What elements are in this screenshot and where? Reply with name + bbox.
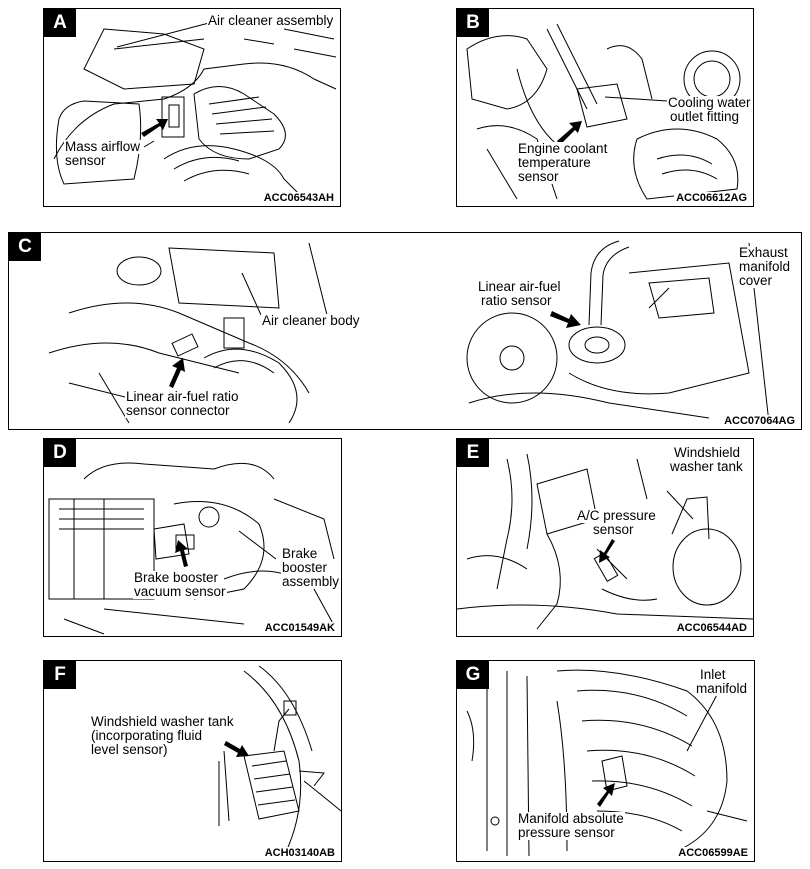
panel-letter: A [44, 9, 76, 37]
label-exhaust-cover-line2: manifold [738, 259, 792, 274]
engine-bay-illustration-b [466, 23, 741, 200]
label-air-cleaner-body: Air cleaner body [261, 313, 361, 328]
label-air-cleaner-assembly: Air cleaner assembly [207, 13, 335, 28]
engine-bay-illustration-f [218, 665, 341, 857]
label-lafr-sensor-line1: Linear air-fuel [477, 279, 562, 294]
panel-d: D Brake booster assembly Brake booster v… [43, 438, 342, 637]
label-vacuum-sensor-line1: Brake booster [133, 570, 220, 585]
label-washer-tank-line1: Windshield [673, 445, 742, 460]
label-mass-airflow-line1: Mass airflow [64, 139, 142, 154]
panel-letter: E [457, 439, 489, 467]
arrow-icon [224, 741, 249, 757]
engine-bay-illustration-c [48, 240, 770, 424]
label-coolant-sensor-line1: Engine coolant [517, 141, 609, 156]
panel-letter: B [457, 9, 489, 37]
figure-code: ACC06612AG [674, 192, 749, 204]
label-lafr-connector-line2: sensor connector [125, 403, 231, 418]
panel-g: G Inlet manifold Manifold absolute press… [456, 660, 755, 862]
figure-code: ACC06599AE [676, 847, 750, 859]
panel-e: E Windshield washer tank A/C pressure se… [456, 438, 754, 637]
engine-bay-illustration-g [466, 669, 748, 857]
panel-b: B Cooling water outlet fitting Engine co… [456, 8, 754, 207]
figure-code: ACH03140AB [262, 847, 337, 859]
panel-letter: G [457, 661, 489, 689]
figure-code: ACC06543AH [261, 192, 336, 204]
label-inlet-manifold-line1: Inlet [699, 667, 727, 682]
label-lafr-sensor-line2: ratio sensor [480, 293, 553, 308]
engine-bay-illustration-e [457, 453, 753, 630]
panel-letter: F [44, 661, 76, 689]
arrow-icon [550, 311, 581, 328]
label-brake-booster-line3: assembly [281, 574, 341, 589]
arrow-icon [557, 121, 582, 145]
label-map-sensor-line1: Manifold absolute [517, 811, 625, 826]
figure-code: ACC06544AD [674, 622, 749, 634]
label-brake-booster-line1: Brake [281, 546, 319, 561]
label-washer-tank-line2: washer tank [669, 459, 744, 474]
engine-bay-illustration-d [48, 462, 337, 635]
panel-f: F Windshield washer tank (incorporating … [43, 660, 342, 862]
panel-letter: D [44, 439, 76, 467]
label-brake-booster-line2: booster [281, 560, 329, 575]
label-coolant-sensor-line3: sensor [517, 169, 560, 184]
label-ac-sensor-line2: sensor [592, 522, 635, 537]
label-map-sensor-line2: pressure sensor [517, 825, 616, 840]
arrow-icon [597, 783, 615, 807]
arrow-icon [599, 539, 615, 563]
panel-a: A Air cleaner assembly Mass airflow sens… [43, 8, 341, 207]
figure-code: ACC07064AG [722, 415, 797, 427]
label-inlet-manifold-line2: manifold [695, 681, 749, 696]
label-washer-tank-f-line3: level sensor) [90, 742, 169, 757]
label-lafr-connector-line1: Linear air-fuel ratio [125, 389, 240, 404]
panel-letter: C [9, 233, 41, 261]
label-washer-tank-f-line1: Windshield washer tank [90, 714, 235, 729]
arrow-icon [141, 119, 168, 137]
label-washer-tank-f-line2: (incorporating fluid [90, 728, 204, 743]
label-vacuum-sensor-line2: vacuum sensor [133, 584, 227, 599]
label-mass-airflow-line2: sensor [64, 153, 107, 168]
figure-code: ACC01549AK [262, 622, 337, 634]
panel-c: C Air cleaner body Linear air-fuel ratio… [8, 232, 802, 430]
label-cooling-water-line1: Cooling water [667, 95, 752, 110]
arrow-icon [169, 358, 185, 388]
arrow-icon [175, 540, 188, 567]
label-exhaust-cover-line3: cover [738, 273, 774, 288]
label-ac-sensor-line1: A/C pressure [576, 508, 657, 523]
label-exhaust-cover-line1: Exhaust [738, 245, 789, 260]
engine-bay-illustration-a [53, 22, 337, 200]
label-cooling-water-line2: outlet fitting [669, 109, 741, 124]
label-coolant-sensor-line2: temperature [517, 155, 592, 170]
